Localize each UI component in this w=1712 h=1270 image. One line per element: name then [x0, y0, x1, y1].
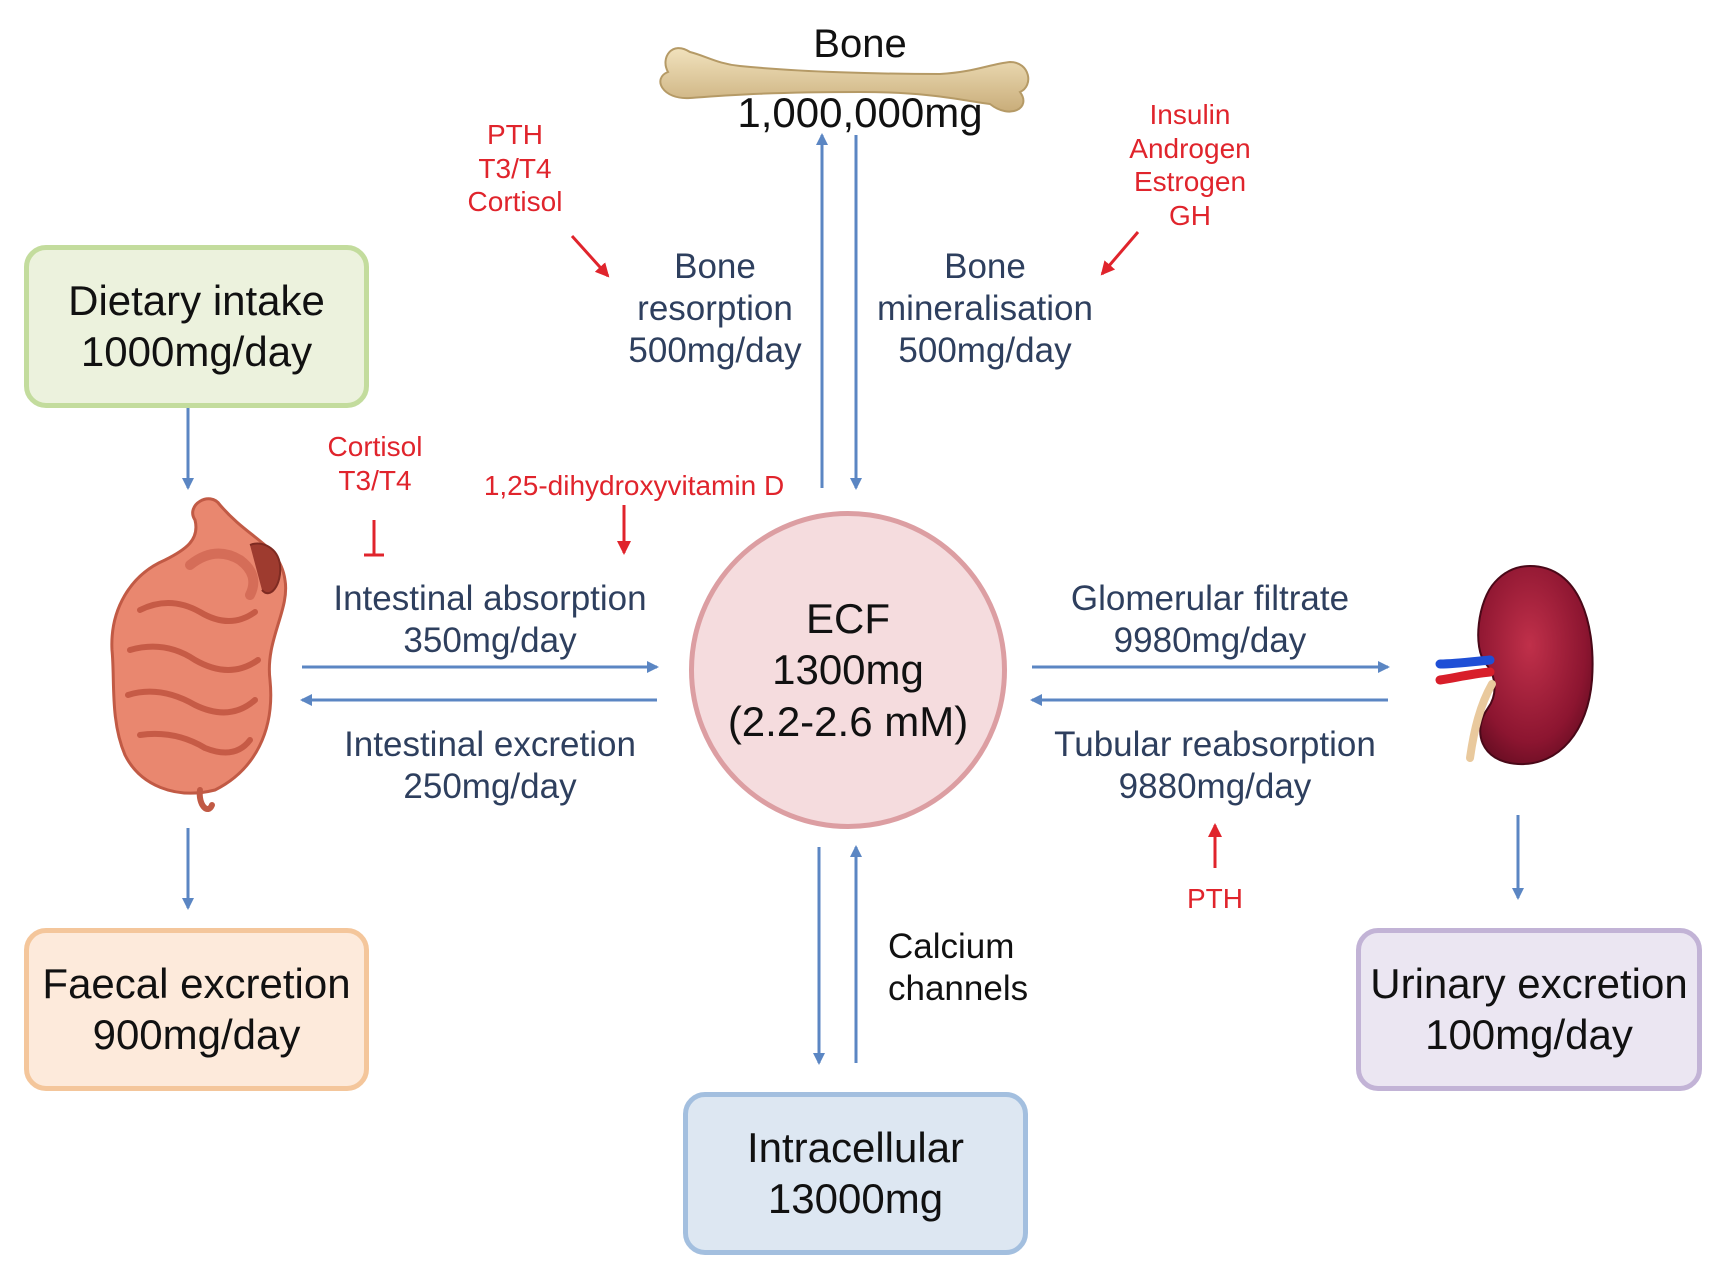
arrow-mineralisation-regulators [1100, 231, 1140, 276]
bone-mineralisation-label: Bone mineralisation 500mg/day [877, 247, 1093, 370]
regulator-arrows [364, 231, 1222, 868]
intestinal-absorption-label: Intestinal absorption 350mg/day [333, 579, 647, 660]
intracellular-box: Intracellular 13000mg [683, 1092, 1028, 1255]
intracellular-value: 13000mg [767, 1174, 944, 1222]
ecf-title: ECF [806, 595, 890, 643]
bone-icon [659, 47, 1030, 113]
dietary-title: Dietary intake [68, 277, 325, 325]
intracellular-title: Intracellular [746, 1124, 965, 1172]
kidney-icon [1435, 564, 1594, 766]
bone-resorption-label: Bone resorption 500mg/day [628, 247, 802, 370]
ecf-amount: 1300mg [772, 646, 924, 694]
absorption-inhibitors: Cortisol T3/T4 [327, 431, 423, 496]
ecf-circle: ECF 1300mg (2.2-2.6 mM) [689, 511, 1007, 829]
ecf-range: (2.2-2.6 mM) [727, 697, 969, 745]
intestinal-excretion-label: Intestinal excretion 250mg/day [344, 725, 636, 806]
faecal-excretion-box: Faecal excretion 900mg/day [24, 928, 369, 1091]
reabsorption-regulator: PTH [1187, 883, 1243, 914]
bone-amount: 1,000,000mg [737, 89, 983, 136]
tubular-reabsorption-label: Tubular reabsorption 9880mg/day [1054, 725, 1376, 806]
urinary-excretion-box: Urinary excretion 100mg/day [1356, 928, 1702, 1091]
absorption-promoter: 1,25-dihydroxyvitamin D [483, 470, 785, 501]
dietary-intake-box: Dietary intake 1000mg/day [24, 245, 369, 408]
arrow-resorption-regulators [570, 234, 610, 278]
calcium-channels-label: Calcium channels [888, 927, 1029, 1008]
faecal-title: Faecal excretion [42, 960, 351, 1008]
glomerular-filtrate-label: Glomerular filtrate 9980mg/day [1070, 579, 1350, 660]
urinary-title: Urinary excretion [1370, 960, 1688, 1008]
intestine-icon [110, 497, 288, 812]
mineralisation-regulators: Insulin Androgen Estrogen GH [1129, 99, 1251, 231]
dietary-value: 1000mg/day [80, 327, 313, 375]
faecal-value: 900mg/day [92, 1010, 301, 1058]
resorption-regulators: PTH T3/T4 Cortisol [467, 119, 563, 218]
flow-arrows [182, 133, 1524, 1065]
bone-title: Bone [813, 22, 907, 66]
urinary-value: 100mg/day [1425, 1010, 1633, 1058]
